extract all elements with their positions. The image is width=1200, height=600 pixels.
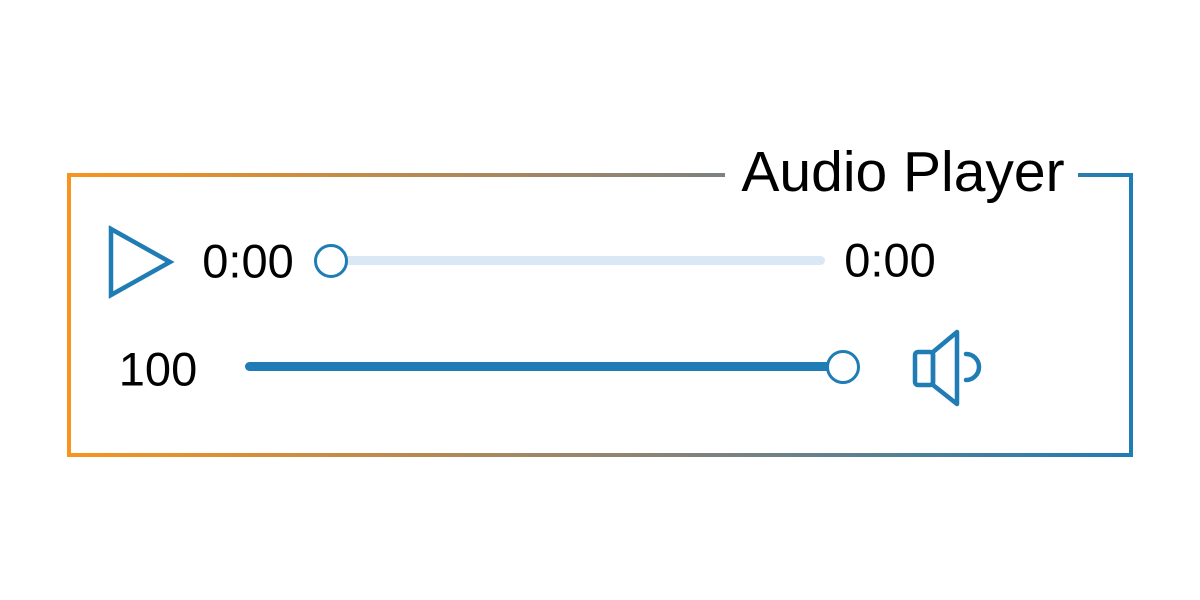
total-time-label: 0:00 [844, 233, 936, 287]
play-button[interactable] [106, 224, 176, 300]
seek-slider-thumb[interactable] [314, 244, 348, 278]
mute-button[interactable] [906, 324, 990, 412]
player-title: Audio Player [741, 140, 1065, 204]
current-time-label: 0:00 [202, 234, 294, 288]
seek-slider-track[interactable] [331, 256, 825, 265]
play-icon [108, 225, 175, 299]
speaker-icon [912, 329, 982, 407]
volume-value-label: 100 [118, 342, 198, 396]
volume-slider-thumb[interactable] [826, 350, 860, 384]
volume-slider-track[interactable] [245, 362, 843, 371]
